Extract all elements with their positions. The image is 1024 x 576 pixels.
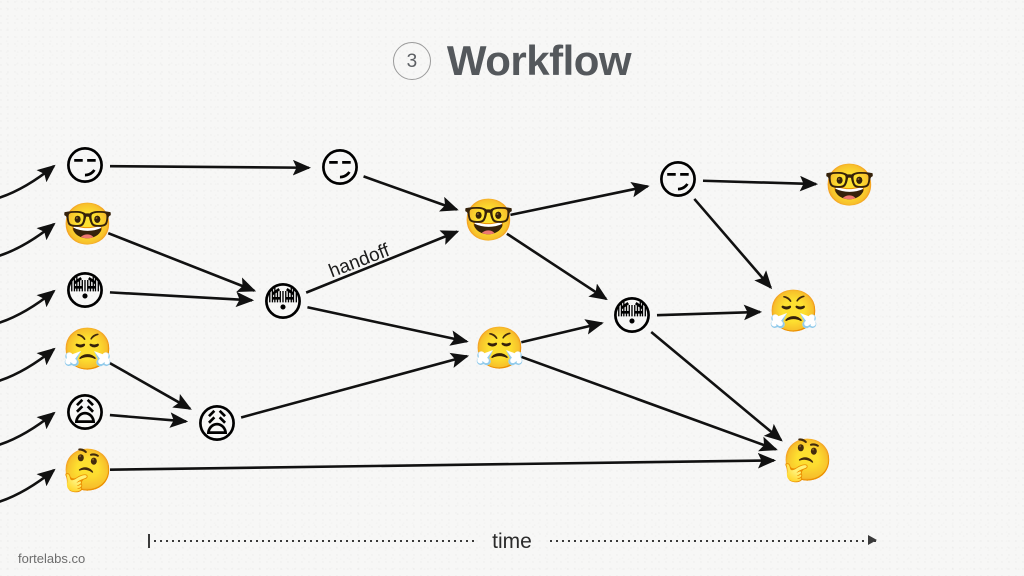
- smirking-face-node[interactable]: 😏: [318, 144, 362, 192]
- flushed-face-node[interactable]: 😳: [63, 267, 107, 315]
- smirking-face-node[interactable]: 😏: [63, 142, 107, 190]
- thinking-face-node[interactable]: 🤔: [782, 436, 834, 484]
- face-with-steam-node[interactable]: 😤: [62, 325, 114, 373]
- nerd-face-node[interactable]: 🤓: [824, 161, 876, 209]
- page-title: 3 Workflow: [0, 40, 1024, 82]
- nerd-face-node[interactable]: 🤓: [62, 200, 114, 248]
- entry-arrow-4: [0, 347, 56, 382]
- smirking-face-node[interactable]: 😏: [656, 156, 700, 204]
- weary-face-node[interactable]: 😩: [63, 389, 107, 437]
- entry-arrow-5: [0, 411, 56, 446]
- entry-arrow-2: [0, 222, 56, 257]
- edge-n10-n12: [510, 181, 650, 217]
- step-number-text: 3: [406, 50, 418, 72]
- step-number-badge: 3: [392, 42, 431, 80]
- flushed-face-node[interactable]: 😳: [610, 292, 654, 340]
- face-with-steam-node[interactable]: 😤: [768, 287, 820, 335]
- axis-segment-left: [148, 534, 475, 548]
- axis-arrowhead-icon: [868, 535, 877, 545]
- title-text: Workflow: [446, 37, 632, 84]
- entry-arrow-6: [0, 468, 56, 503]
- edge-n1-n7: [109, 159, 312, 176]
- axis-dots-right: [549, 540, 876, 542]
- edge-n11-n13: [521, 319, 604, 344]
- edge-n11-n16: [520, 355, 778, 452]
- edge-n13-n16: [650, 330, 783, 442]
- entry-arrow-3: [0, 289, 56, 324]
- time-axis-label: time: [492, 529, 532, 553]
- workflow-edges: [106, 159, 819, 471]
- edge-n9-n11: [240, 352, 470, 419]
- edge-n12-n15: [693, 198, 773, 290]
- edge-n4-n9: [106, 360, 192, 410]
- edge-n5-n9: [109, 412, 189, 428]
- edge-n2-n8: [107, 231, 257, 292]
- edge-n10-n13: [506, 232, 608, 301]
- edge-n12-n14: [702, 175, 819, 192]
- axis-dots-left: [148, 540, 475, 542]
- edge-n6-n16: [109, 452, 777, 471]
- axis-segment-right: [549, 534, 877, 548]
- edge-n8-n10: [305, 230, 460, 294]
- time-axis: time: [148, 527, 877, 555]
- footer-brand: fortelabs.co: [18, 551, 86, 566]
- flushed-face-node[interactable]: 😳: [261, 278, 305, 326]
- thinking-face-node[interactable]: 🤔: [62, 446, 114, 494]
- nerd-face-node[interactable]: 🤓: [463, 196, 515, 244]
- edge-n8-n11: [307, 305, 469, 346]
- entry-arrow-1: [0, 164, 56, 199]
- weary-face-node[interactable]: 😩: [195, 400, 239, 448]
- entry-arrows: [0, 164, 56, 503]
- edge-n13-n15: [656, 304, 763, 321]
- edge-n7-n10: [363, 175, 459, 212]
- face-with-steam-node[interactable]: 😤: [474, 324, 526, 372]
- edge-n3-n8: [109, 291, 255, 308]
